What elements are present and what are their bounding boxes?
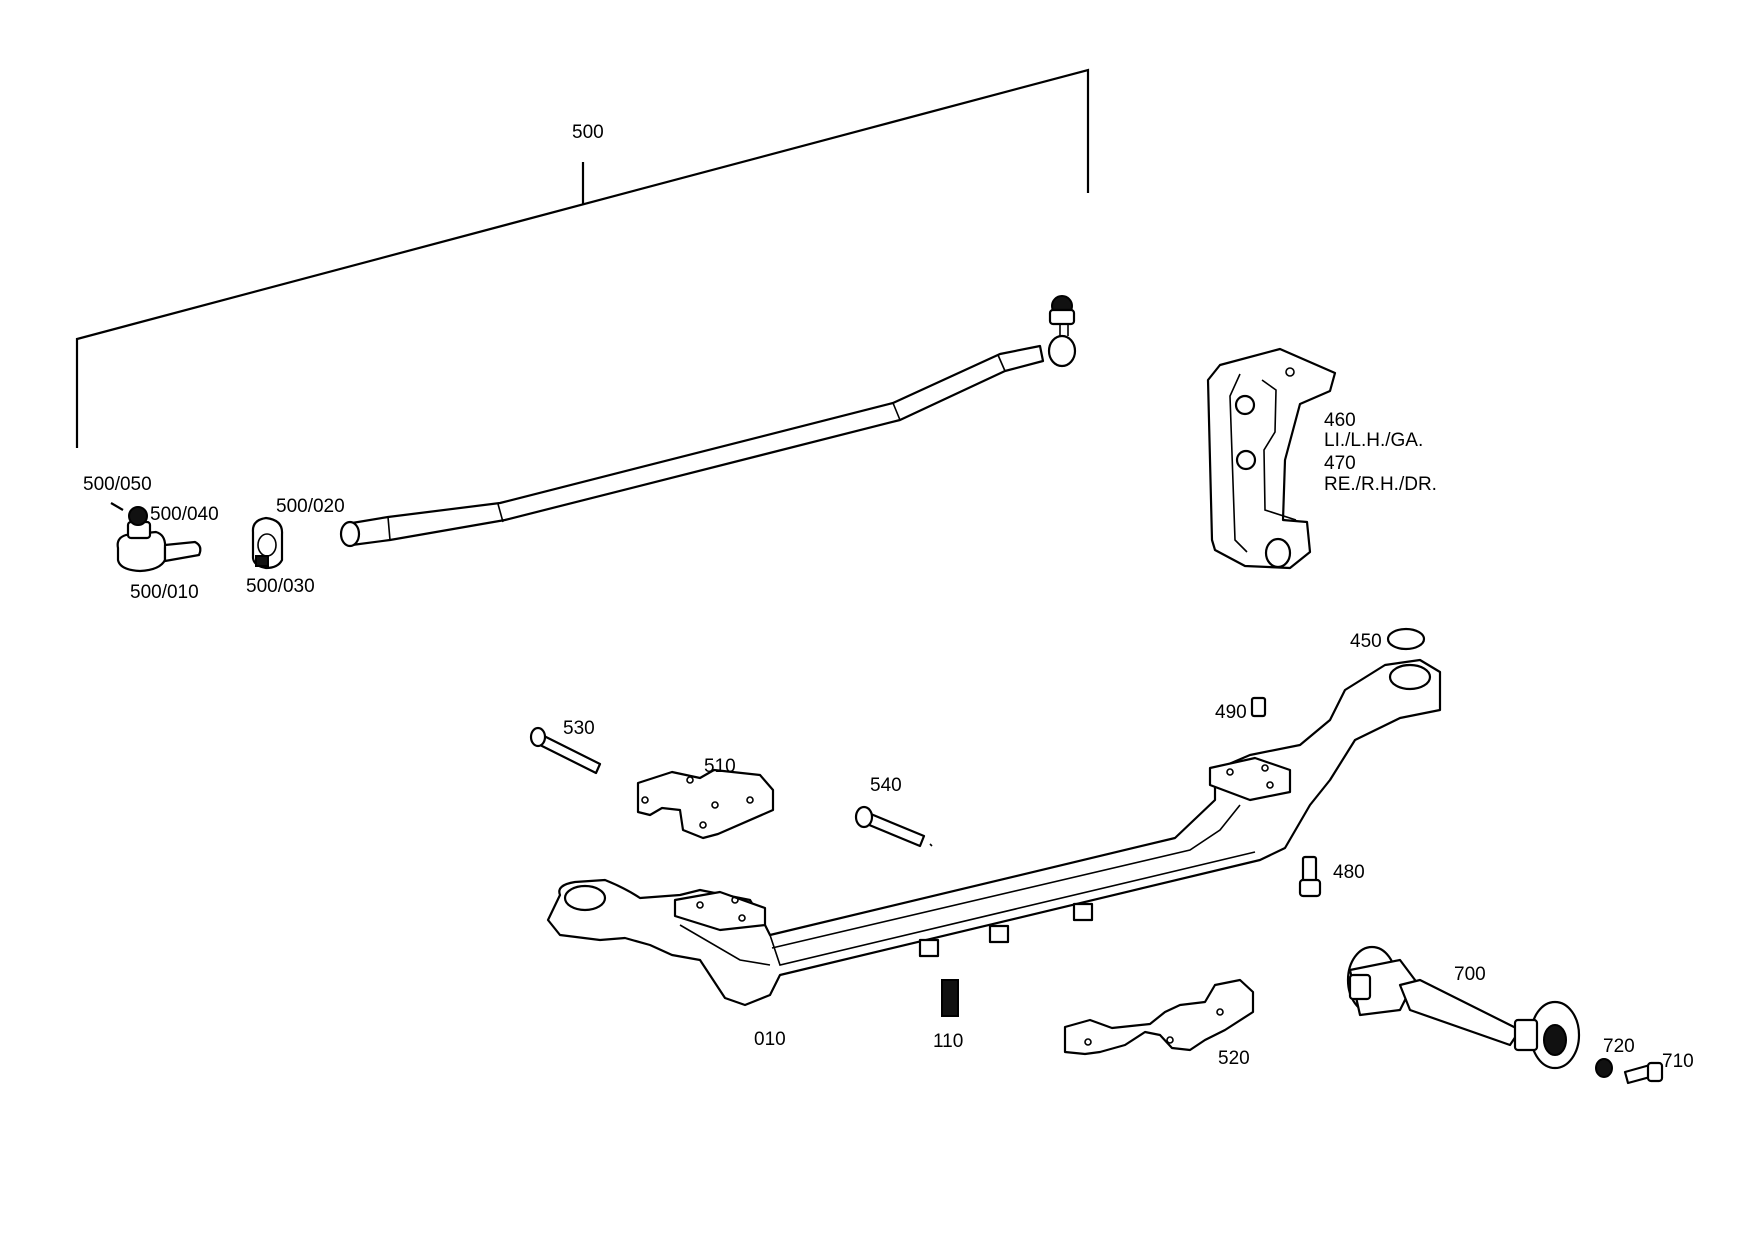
label-500-010: 500/010 (130, 582, 199, 603)
label-500-030: 500/030 (246, 576, 315, 597)
bolt-530[interactable] (529, 726, 602, 775)
label-500-050: 500/050 (83, 474, 152, 495)
label-460: 460 (1324, 410, 1356, 431)
label-530: 530 (563, 718, 595, 739)
ring-450[interactable] (1386, 627, 1426, 651)
label-490: 490 (1215, 702, 1247, 723)
tie-rod[interactable] (339, 295, 1077, 548)
label-460-desc: LI./L.H./GA. (1324, 430, 1423, 451)
bolt-480[interactable] (1298, 855, 1322, 898)
pin-490[interactable] (1250, 696, 1267, 718)
label-510: 510 (704, 756, 736, 777)
torque-rod-700[interactable] (1346, 945, 1581, 1070)
tie-rod-end-500-010[interactable] (110, 502, 202, 573)
label-520: 520 (1218, 1048, 1250, 1069)
bolt-540[interactable] (854, 805, 933, 848)
axle-beam-010[interactable] (546, 658, 1442, 1007)
label-010: 010 (754, 1029, 786, 1050)
label-500-020: 500/020 (276, 496, 345, 517)
label-700: 700 (1454, 964, 1486, 985)
bolt-710[interactable] (1623, 1061, 1664, 1085)
label-110: 110 (933, 1031, 963, 1052)
label-720: 720 (1603, 1036, 1635, 1057)
label-540: 540 (870, 775, 902, 796)
assembly-bracket-500 (75, 68, 1090, 448)
bracket-520[interactable] (1063, 978, 1255, 1056)
label-470-desc: RE./R.H./DR. (1324, 474, 1437, 495)
label-710: 710 (1662, 1051, 1694, 1072)
steering-bracket-460-470[interactable] (1206, 347, 1337, 570)
label-450: 450 (1350, 631, 1382, 652)
label-470: 470 (1324, 453, 1356, 474)
washer-720[interactable] (1595, 1058, 1613, 1078)
plate-510[interactable] (636, 768, 775, 840)
tag-110[interactable] (941, 979, 959, 1017)
label-500: 500 (572, 122, 604, 143)
label-500-040: 500/040 (150, 504, 219, 525)
clamp-500-030[interactable] (251, 516, 284, 570)
label-480: 480 (1333, 862, 1365, 883)
